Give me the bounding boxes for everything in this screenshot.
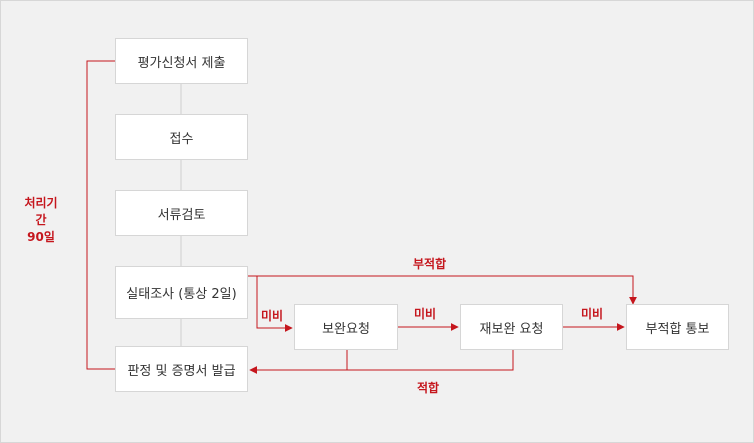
label-deficient-2: 미비 [414, 307, 437, 321]
step-resupplement: 재보완 요청 [460, 304, 563, 350]
label-suitable: 적합 [417, 381, 440, 395]
step-supplement: 보완요청 [294, 304, 398, 350]
label-deficient-1: 미비 [261, 309, 284, 323]
step-review: 서류검토 [115, 190, 248, 236]
arrow-unsuitable [247, 275, 637, 305]
processing-period-value: 90일 [27, 230, 55, 244]
processing-period: 처리기간 90일 [19, 195, 63, 246]
label-unsuitable: 부적합 [413, 257, 447, 271]
arrow-suitable [249, 350, 514, 374]
step-receipt: 접수 [115, 114, 248, 160]
label-deficient-3: 미비 [581, 307, 604, 321]
step-submit: 평가신청서 제출 [115, 38, 248, 84]
processing-period-label: 처리기간 [24, 196, 58, 227]
arrow-deficient-1 [256, 276, 293, 332]
step-reject-notice: 부적합 통보 [626, 304, 729, 350]
step-inspection: 실태조사 (통상 2일) [115, 266, 248, 319]
period-bracket [86, 60, 115, 370]
step-issue: 판정 및 증명서 발급 [115, 346, 248, 392]
